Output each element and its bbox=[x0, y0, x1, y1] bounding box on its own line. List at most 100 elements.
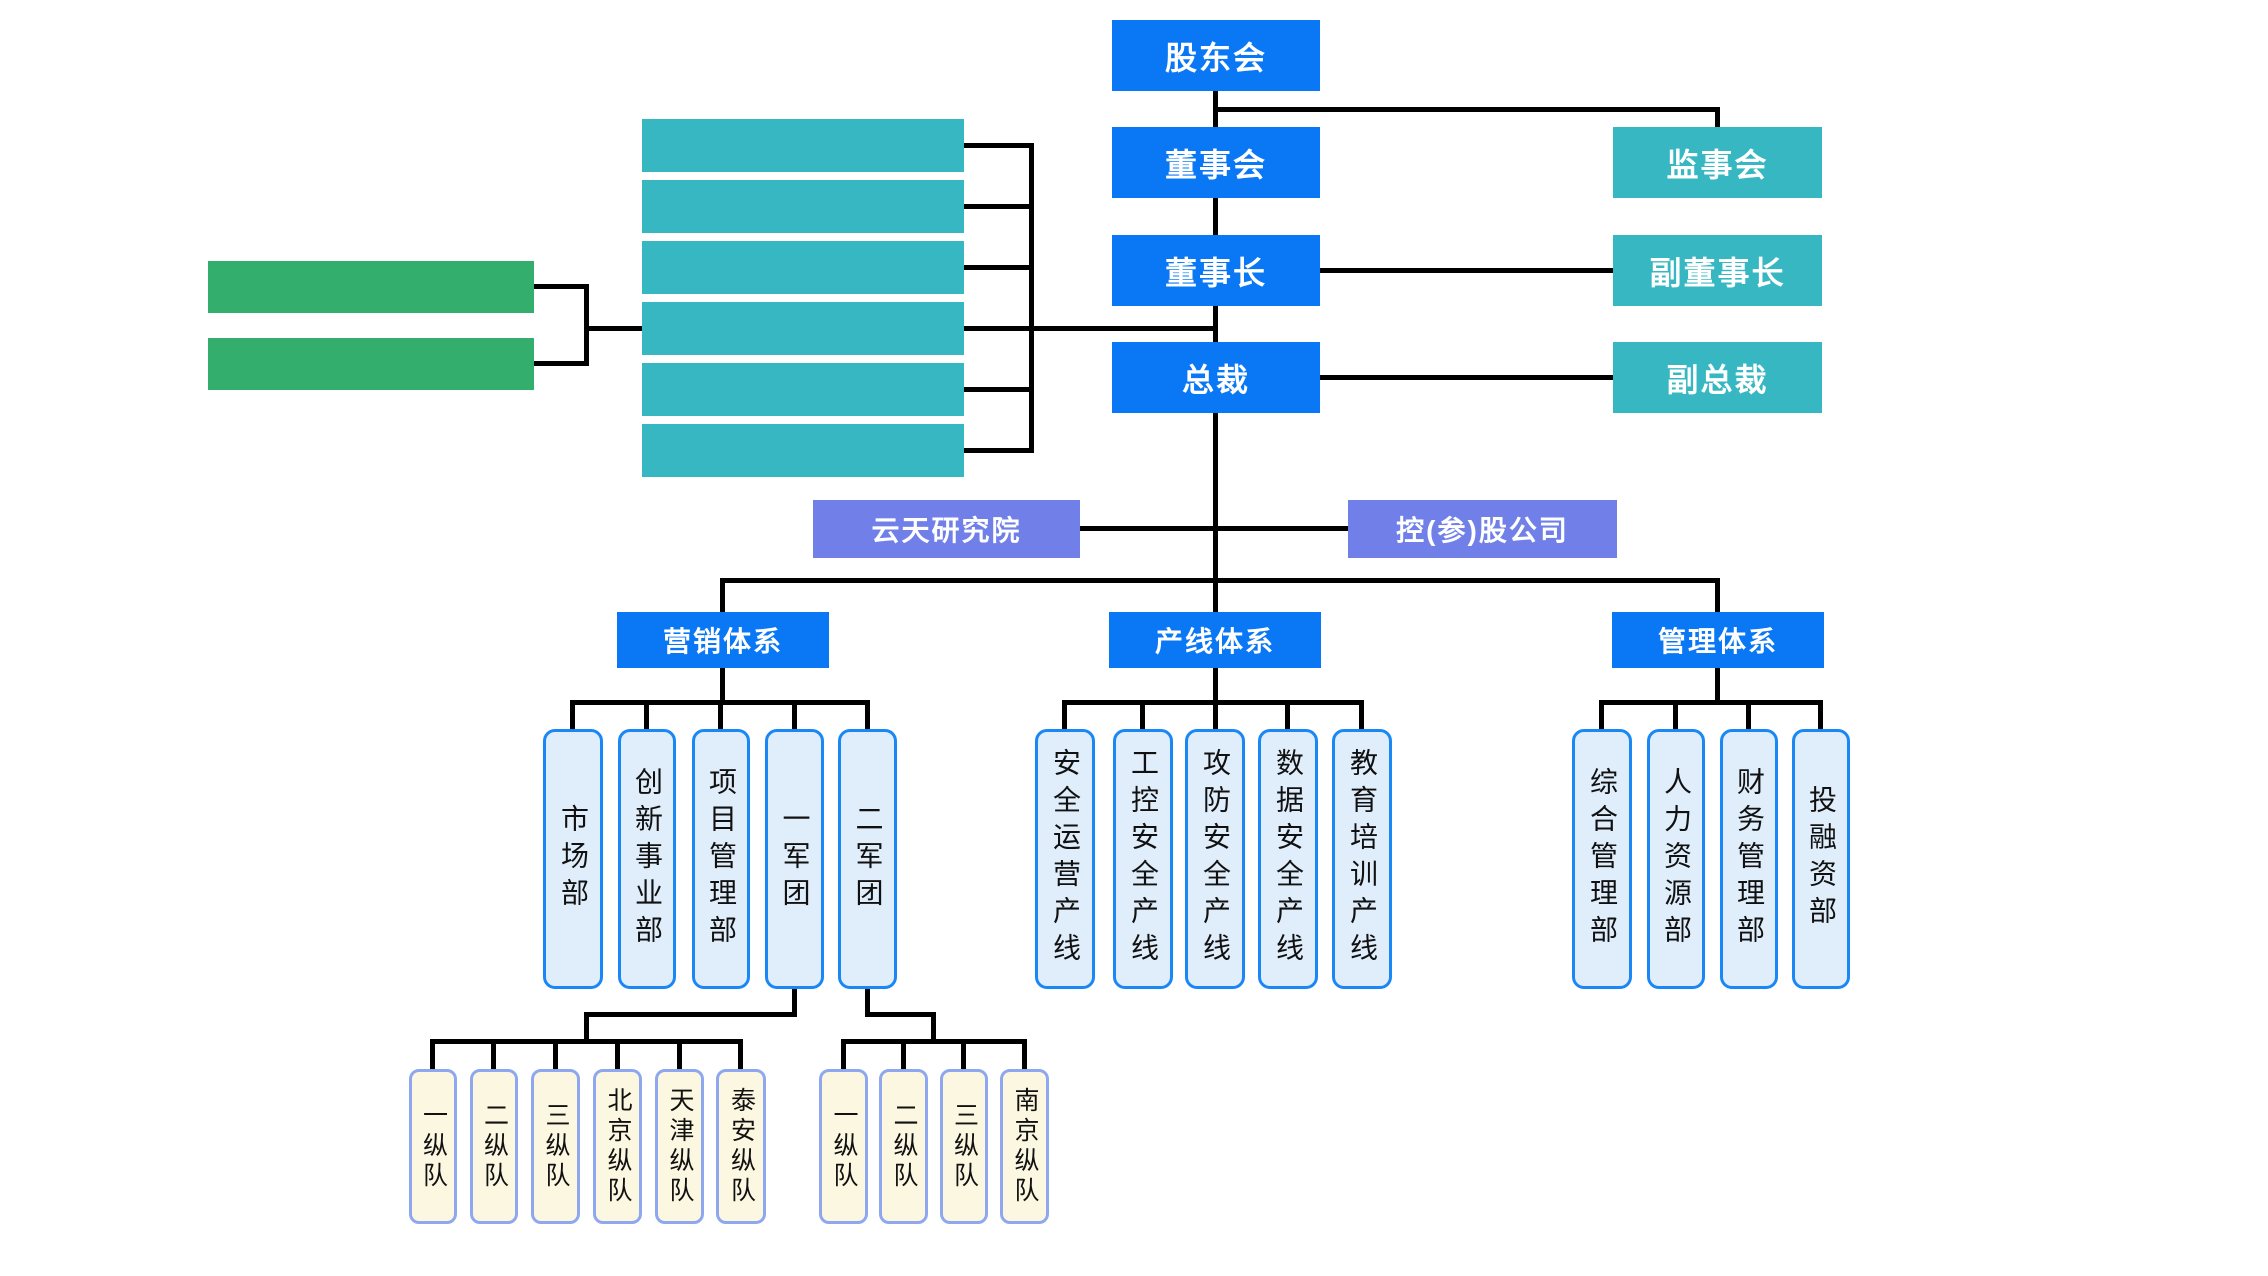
unlabeled-green-box bbox=[208, 338, 534, 390]
node-marketing-system: 营销体系 bbox=[617, 612, 829, 668]
connector-line bbox=[570, 700, 575, 729]
node-finance-management-dept: 财务管理部 bbox=[1720, 729, 1778, 989]
connector-line bbox=[964, 448, 1034, 453]
node-label: 控(参)股公司 bbox=[1396, 515, 1569, 546]
connector-line bbox=[841, 1039, 846, 1069]
connector-line bbox=[1599, 700, 1823, 705]
node-label: 产线体系 bbox=[1154, 626, 1275, 657]
node-beijing-column: 北京纵队 bbox=[593, 1069, 642, 1224]
node-product-line-system: 产线体系 bbox=[1109, 612, 1321, 668]
connector-line bbox=[865, 1012, 936, 1017]
connector-line bbox=[1080, 526, 1348, 531]
node-attack-defense-security-line: 攻防安全产线 bbox=[1185, 729, 1245, 989]
unlabeled-teal-box bbox=[642, 302, 964, 355]
connector-line bbox=[1029, 326, 1217, 331]
node-supervisory-board: 监事会 bbox=[1613, 127, 1822, 198]
connector-line bbox=[720, 668, 725, 705]
connector-line bbox=[865, 700, 870, 729]
node-label: 管理体系 bbox=[1657, 626, 1778, 657]
node-shareholders-meeting: 股东会 bbox=[1112, 20, 1320, 91]
node-column-1: 一纵队 bbox=[819, 1069, 868, 1224]
unlabeled-teal-box bbox=[642, 363, 964, 416]
node-general-management-dept: 综合管理部 bbox=[1572, 729, 1632, 989]
connector-line bbox=[964, 265, 1034, 270]
node-column-3: 三纵队 bbox=[531, 1069, 580, 1224]
node-vice-chairman: 副董事长 bbox=[1613, 235, 1822, 306]
connector-line bbox=[1213, 700, 1218, 729]
connector-line bbox=[584, 284, 589, 366]
connector-line bbox=[491, 1039, 496, 1069]
connector-line bbox=[792, 700, 797, 729]
connector-line bbox=[792, 989, 797, 1017]
connector-line bbox=[720, 578, 1720, 583]
node-label: 监事会 bbox=[1666, 146, 1769, 183]
connector-line bbox=[1599, 700, 1604, 729]
node-tianjin-column: 天津纵队 bbox=[655, 1069, 704, 1224]
node-legion-one: 一军团 bbox=[765, 729, 824, 989]
node-column-3: 三纵队 bbox=[940, 1069, 988, 1224]
node-president: 总裁 bbox=[1112, 342, 1320, 413]
connector-line bbox=[961, 1039, 966, 1069]
connector-line bbox=[1320, 375, 1613, 380]
connector-line bbox=[1213, 107, 1720, 112]
connector-line bbox=[1715, 107, 1720, 129]
connector-line bbox=[644, 700, 649, 729]
connector-line bbox=[1213, 413, 1218, 614]
connector-line bbox=[1285, 700, 1290, 729]
node-vice-president: 副总裁 bbox=[1613, 342, 1822, 413]
connector-line bbox=[584, 1012, 797, 1017]
connector-line bbox=[584, 326, 644, 331]
node-legion-two: 二军团 bbox=[838, 729, 897, 989]
node-investment-financing-dept: 投融资部 bbox=[1792, 729, 1850, 989]
connector-line bbox=[1359, 700, 1364, 729]
connector-line bbox=[430, 1039, 435, 1069]
connector-line bbox=[1062, 700, 1067, 729]
node-market-dept: 市场部 bbox=[543, 729, 603, 989]
connector-line bbox=[1213, 668, 1218, 705]
connector-line bbox=[1022, 1039, 1027, 1069]
node-innovation-business-dept: 创新事业部 bbox=[618, 729, 676, 989]
connector-line bbox=[1818, 700, 1823, 729]
connector-line bbox=[615, 1039, 620, 1069]
node-label: 董事会 bbox=[1164, 146, 1267, 183]
node-board-of-directors: 董事会 bbox=[1112, 127, 1320, 198]
connector-line bbox=[901, 1039, 906, 1069]
node-label: 副总裁 bbox=[1666, 361, 1769, 398]
node-taian-column: 泰安纵队 bbox=[716, 1069, 766, 1224]
node-holding-company: 控(参)股公司 bbox=[1348, 500, 1617, 558]
node-label: 总裁 bbox=[1181, 361, 1250, 398]
node-label: 董事长 bbox=[1164, 254, 1267, 291]
connector-line bbox=[1320, 268, 1613, 273]
node-nanjing-column: 南京纵队 bbox=[1000, 1069, 1049, 1224]
connector-line bbox=[720, 578, 725, 614]
unlabeled-teal-box bbox=[642, 241, 964, 294]
unlabeled-teal-box bbox=[642, 119, 964, 172]
unlabeled-teal-box bbox=[642, 180, 964, 233]
node-management-system: 管理体系 bbox=[1612, 612, 1824, 668]
node-project-management-dept: 项目管理部 bbox=[692, 729, 750, 989]
connector-line bbox=[1715, 578, 1720, 614]
node-industrial-control-security-line: 工控安全产线 bbox=[1113, 729, 1173, 989]
unlabeled-teal-box bbox=[642, 424, 964, 477]
connector-line bbox=[1673, 700, 1678, 729]
node-column-2: 二纵队 bbox=[879, 1069, 928, 1224]
node-data-security-line: 数据安全产线 bbox=[1258, 729, 1318, 989]
connector-line bbox=[677, 1039, 682, 1069]
node-education-training-line: 教育培训产线 bbox=[1332, 729, 1392, 989]
node-label: 云天研究院 bbox=[871, 515, 1022, 546]
node-column-2: 二纵队 bbox=[470, 1069, 518, 1224]
connector-line bbox=[1746, 700, 1751, 729]
node-chairman: 董事长 bbox=[1112, 235, 1320, 306]
connector-line bbox=[865, 989, 870, 1017]
node-label: 营销体系 bbox=[662, 626, 783, 657]
connector-line bbox=[964, 387, 1034, 392]
connector-line bbox=[1029, 143, 1034, 453]
node-label: 股东会 bbox=[1164, 39, 1267, 76]
connector-line bbox=[1140, 700, 1145, 729]
node-security-operations-line: 安全运营产线 bbox=[1035, 729, 1095, 989]
connector-line bbox=[430, 1039, 743, 1044]
node-column-1: 一纵队 bbox=[409, 1069, 457, 1224]
connector-line bbox=[553, 1039, 558, 1069]
node-human-resources-dept: 人力资源部 bbox=[1647, 729, 1705, 989]
